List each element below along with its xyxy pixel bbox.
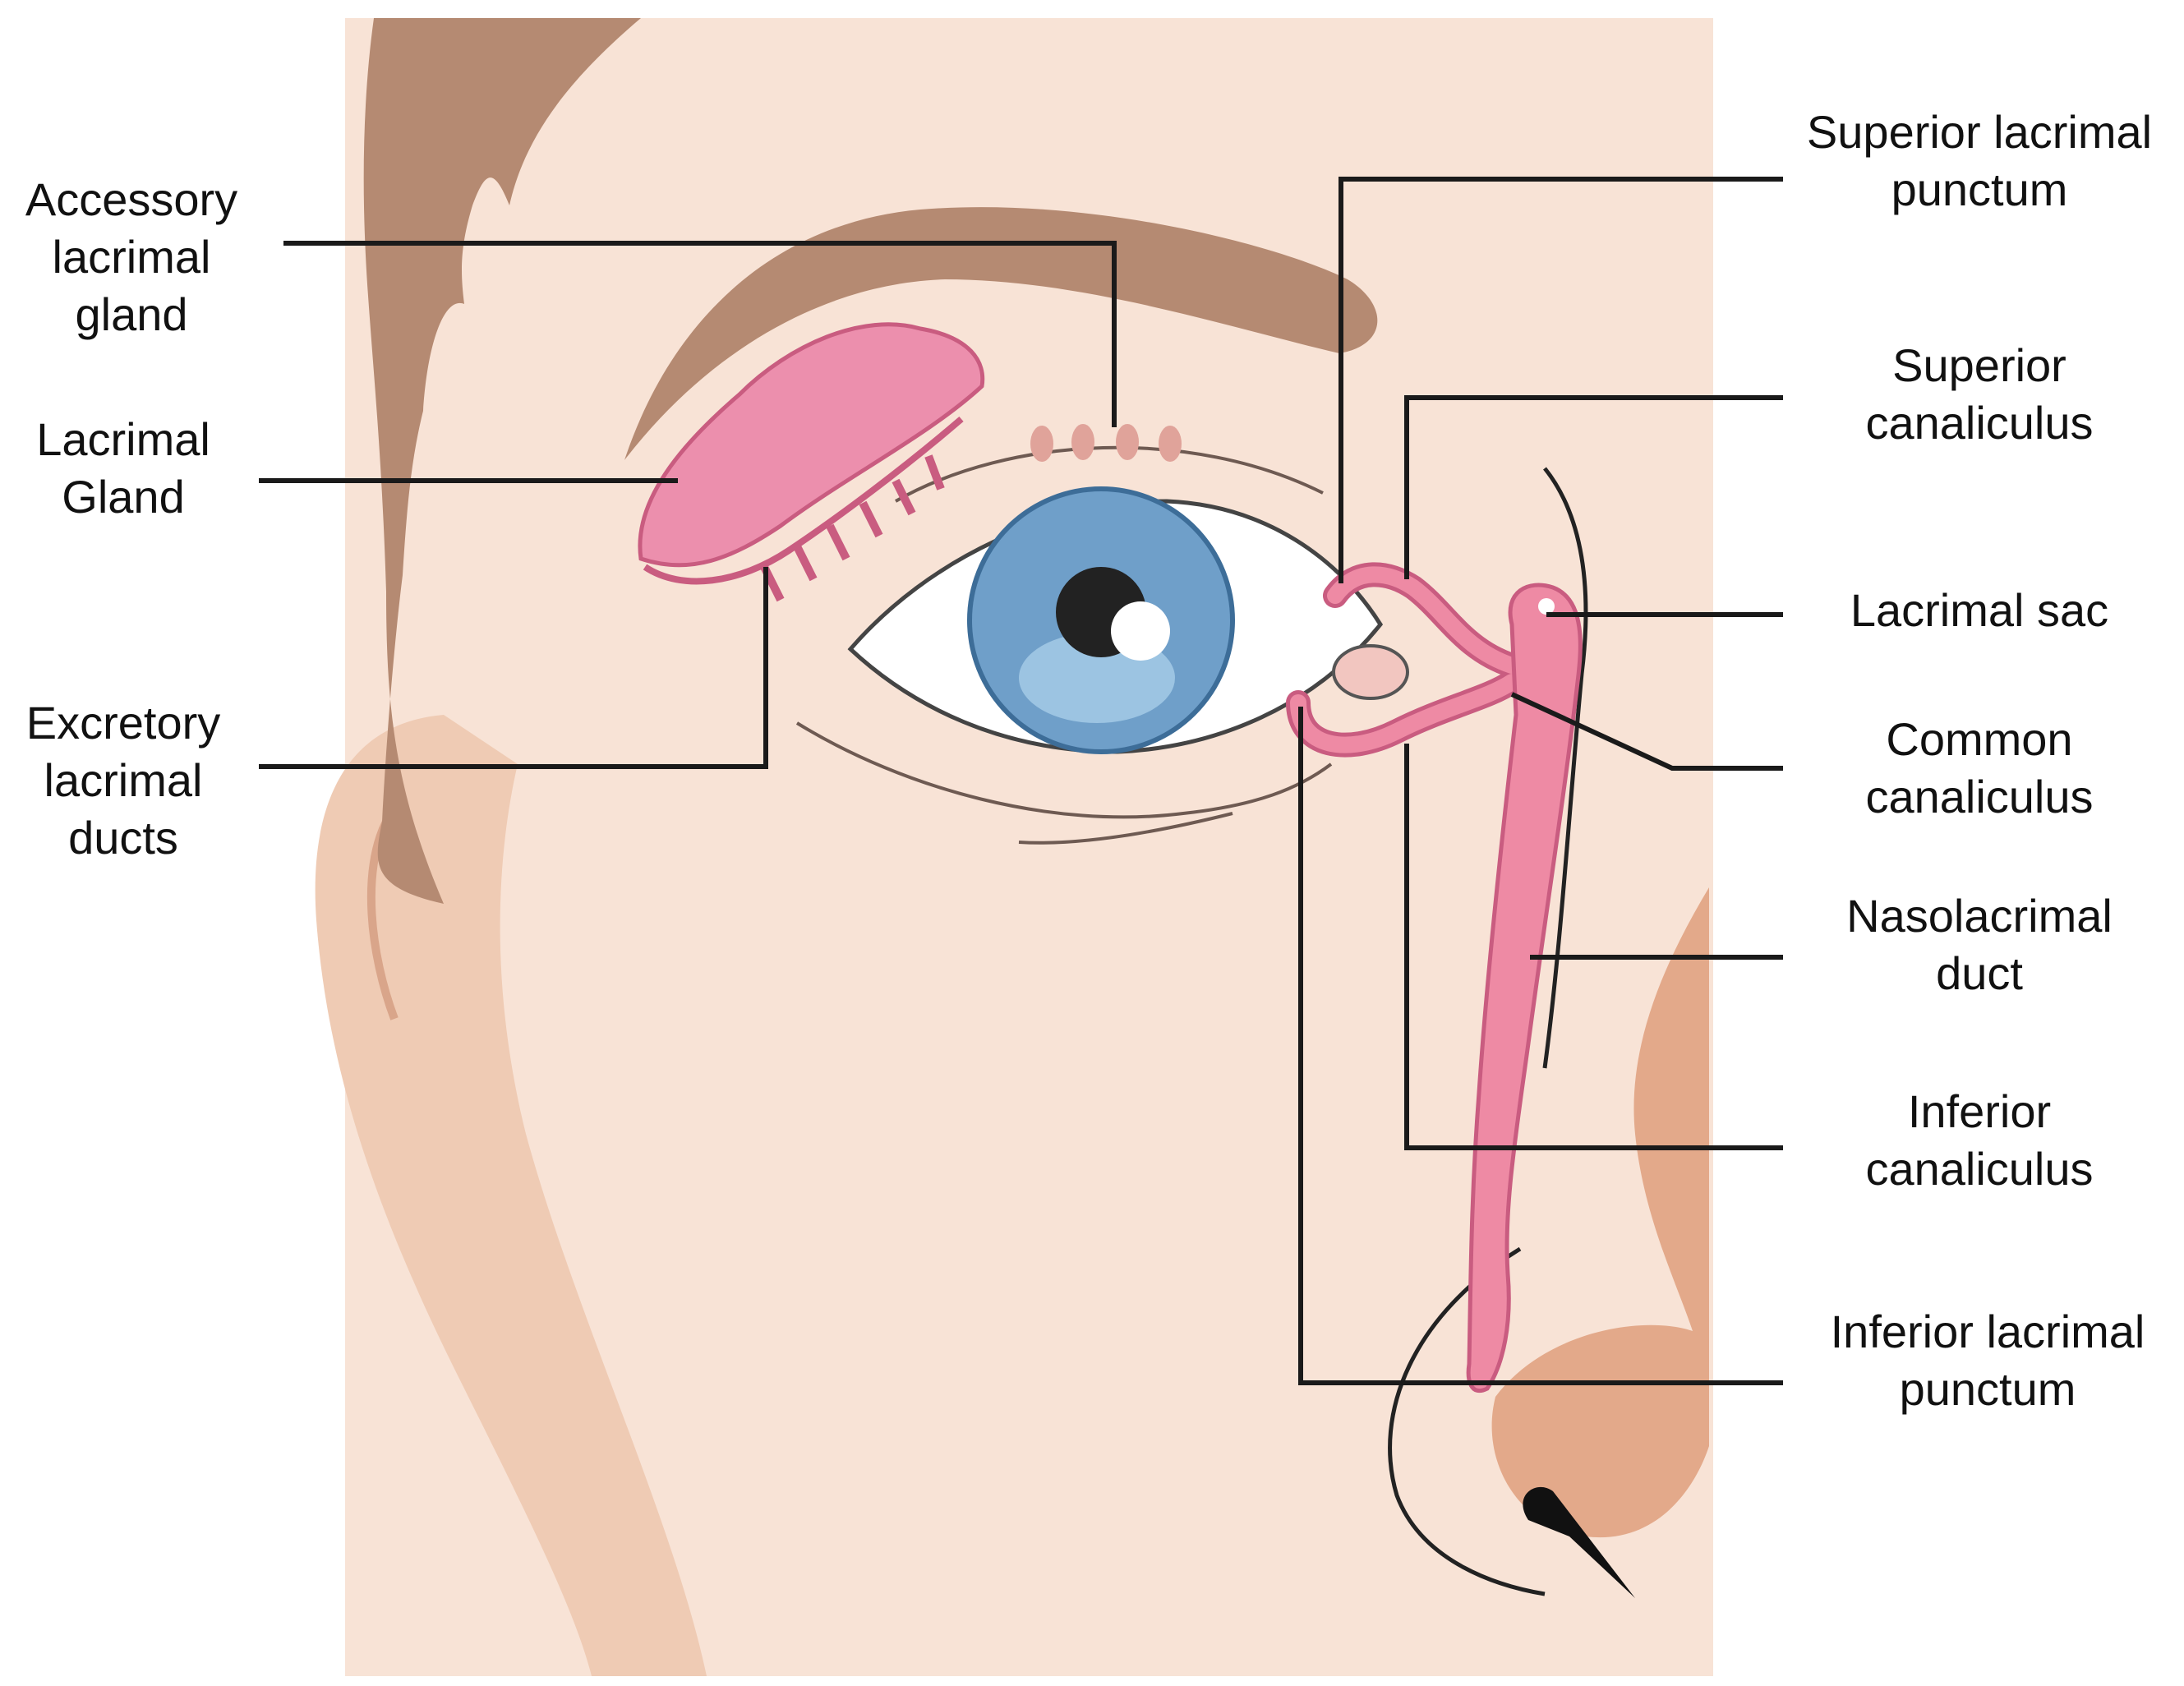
nostril: [1523, 1486, 1635, 1598]
label-common-canaliculus: Common canaliculus: [1865, 713, 2094, 822]
label-superior-canaliculus: Superior canaliculus: [1865, 339, 2094, 449]
ear-inner: [366, 819, 399, 1020]
eyebrow: [624, 207, 1378, 460]
leader-excretory-ducts: [259, 567, 768, 769]
upper-lid-crease: [895, 445, 1324, 503]
leader-inferior-canaliculus: [1404, 744, 1783, 1150]
label-lacrimal-sac: Lacrimal sac: [1850, 584, 2109, 636]
nose-bridge-line: [1388, 1246, 1546, 1596]
label-lacrimal-gland: Lacrimal Gland: [36, 413, 210, 523]
under-eye-line: [1018, 812, 1233, 845]
leader-common-canaliculus: [1510, 692, 1783, 771]
lacrimal-sac-and-nasolacrimal-duct: [1466, 583, 1583, 1393]
label-excretory-lacrimal-ducts: Excretory lacrimal ducts: [25, 697, 221, 864]
ear: [315, 715, 707, 1676]
nose-ala: [1491, 887, 1709, 1538]
excretory-duct-tubes: [760, 454, 945, 602]
leader-superior-canaliculus: [1404, 395, 1783, 579]
nose-outline: [1542, 467, 1588, 1069]
leader-lines: [259, 177, 1783, 1385]
leader-inferior-punctum: [1298, 707, 1783, 1385]
lower-lid-crease: [795, 721, 1333, 819]
accessory-gland-lobules: [1030, 424, 1182, 462]
gland-lower-lobe: [643, 416, 964, 585]
pupil-reflection: [1111, 601, 1170, 661]
leader-accessory-gland: [283, 241, 1117, 427]
label-nasolacrimal-duct: Nasolacrimal duct: [1846, 890, 2113, 999]
label-accessory-lacrimal-gland: Accessory lacrimal gland: [25, 173, 238, 340]
label-inferior-canaliculus: Inferior canaliculus: [1865, 1085, 2094, 1195]
lacrimal-sac-highlight: [1538, 598, 1555, 615]
lacrimal-gland: [638, 322, 985, 568]
label-inferior-lacrimal-punctum: Inferior lacrimal punctum: [1830, 1306, 2145, 1415]
caruncle: [1332, 644, 1409, 700]
inferior-canaliculus-core: [1290, 674, 1520, 753]
hair: [363, 18, 641, 904]
leader-superior-punctum: [1339, 177, 1783, 583]
label-superior-lacrimal-punctum: Superior lacrimal punctum: [1806, 106, 2153, 215]
superior-canaliculus-core: [1327, 566, 1520, 674]
